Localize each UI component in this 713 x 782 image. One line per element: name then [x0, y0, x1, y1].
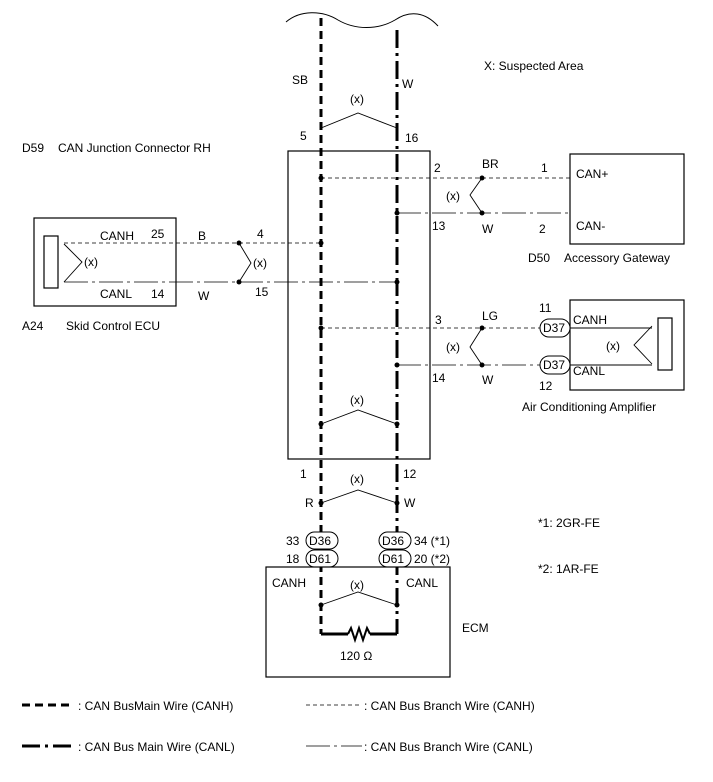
- note-2: *2: 1AR-FE: [538, 562, 599, 576]
- ecm-connector-d36-right: [378, 531, 412, 550]
- skid-pin-junction-h: 4: [257, 227, 264, 241]
- junction-node: [394, 210, 400, 216]
- junction-pin-top-right: 16: [405, 131, 419, 145]
- aircon-connector: [657, 317, 673, 371]
- twist-ecm: [320, 591, 398, 606]
- twist-aircon-inner: [633, 325, 653, 365]
- skid-wire-h-color: B: [198, 229, 206, 243]
- skid-pin-l: 14: [151, 287, 165, 301]
- skid-pin-junction-l: 15: [255, 285, 269, 299]
- gateway-l-label: CAN-: [576, 219, 605, 233]
- ecm-pin-a-left: 33: [286, 534, 300, 548]
- twist-junction: [320, 409, 398, 425]
- junction-pin-bottom-right: 12: [403, 467, 417, 481]
- aircon-wire-l-color: W: [482, 373, 494, 387]
- ecm-connector-d36-left: [305, 531, 339, 550]
- aircon-connector-pill-l: [539, 355, 571, 375]
- gateway-pin-l: 2: [539, 222, 546, 236]
- gateway-box: [569, 153, 685, 245]
- ecm-conn-a-left: D36: [309, 534, 331, 548]
- note-1: *1: 2GR-FE: [538, 516, 600, 530]
- aircon-pin-h: 11: [539, 301, 552, 315]
- gateway-pin-junction-l: 13: [432, 219, 446, 233]
- ecm-pin-a-right: 34 (*1): [414, 534, 450, 548]
- skid-l-label: CANL: [100, 287, 132, 301]
- ecm-h-label: CANH: [272, 576, 306, 590]
- skid-ecu-connector: [43, 235, 59, 289]
- gateway-wire-h-color: BR: [482, 157, 499, 171]
- gateway-code: D50: [528, 251, 550, 265]
- gateway-h-label: CAN+: [576, 167, 608, 181]
- twist-top-mark: (x): [350, 92, 364, 106]
- aircon-wire-h-color: LG: [482, 309, 498, 323]
- twist-gateway-mark: (x): [446, 189, 460, 203]
- twist-junction-mark: (x): [350, 393, 364, 407]
- gateway-wire-l-color: W: [482, 222, 494, 236]
- twist-gateway: [469, 177, 483, 214]
- skid-wire-l-color: W: [198, 289, 210, 303]
- resistor-value: 120 Ω: [340, 649, 372, 663]
- junction-connector-box: [287, 150, 431, 460]
- gateway-pin-junction-h: 2: [434, 161, 441, 175]
- skid-ecu-box: [33, 217, 177, 307]
- aircon-connector-pill-h: [539, 318, 571, 338]
- legend-branch-h: : CAN Bus Branch Wire (CANH): [364, 699, 535, 713]
- lower-right-color: W: [404, 496, 416, 510]
- twist-skid-mark: (x): [253, 256, 267, 270]
- ecm-conn-b-left: D61: [309, 552, 331, 566]
- skid-pin-h: 25: [151, 227, 165, 241]
- main-left-color: SB: [292, 73, 308, 87]
- aircon-connector-h: D37: [543, 321, 565, 335]
- junction-node: [394, 279, 400, 285]
- twist-ecm-mark: (x): [350, 578, 364, 592]
- skid-code: A24: [22, 319, 44, 333]
- junction-node: [318, 240, 324, 246]
- skid-h-label: CANH: [100, 229, 134, 243]
- ecm-pin-b-left: 18: [286, 552, 300, 566]
- twist-skid-inner-mark: (x): [84, 255, 98, 269]
- ecm-name: ECM: [462, 621, 489, 635]
- twist-lower: [320, 489, 398, 504]
- ecm-box: [265, 566, 451, 678]
- skid-name: Skid Control ECU: [66, 319, 160, 333]
- twist-aircon: [469, 327, 483, 366]
- twist-skid-inner: [63, 243, 83, 283]
- aircon-l-label: CANL: [573, 364, 605, 378]
- aircon-pin-l: 12: [539, 379, 553, 393]
- twist-aircon-mark: (x): [446, 340, 460, 354]
- junction-node: [318, 325, 324, 331]
- junction-pin-top-left: 5: [300, 129, 307, 143]
- aircon-box: [569, 299, 685, 391]
- junction-node: [318, 175, 324, 181]
- junction-node: [394, 362, 400, 368]
- legend-main-h: : CAN BusMain Wire (CANH): [78, 699, 233, 713]
- junction-code: D59: [22, 141, 44, 155]
- twist-top: [320, 112, 398, 129]
- gateway-pin-h: 1: [541, 161, 548, 175]
- aircon-pin-junction-h: 3: [435, 313, 442, 327]
- aircon-connector-l: D37: [543, 358, 565, 372]
- ecm-conn-b-right: D61: [382, 552, 404, 566]
- twist-aircon-inner-mark: (x): [606, 339, 620, 353]
- aircon-h-label: CANH: [573, 313, 607, 327]
- junction-name: CAN Junction Connector RH: [58, 141, 211, 155]
- break-line: [285, 12, 439, 28]
- main-right-color: W: [402, 77, 414, 91]
- aircon-name: Air Conditioning Amplifier: [522, 400, 656, 414]
- resistor-icon: [347, 624, 371, 644]
- gateway-name: Accessory Gateway: [564, 251, 670, 265]
- twist-lower-mark: (x): [350, 472, 364, 486]
- legend-suspected-area: X: Suspected Area: [484, 59, 584, 73]
- ecm-pin-b-right: 20 (*2): [414, 552, 450, 566]
- lower-left-color: R: [305, 496, 314, 510]
- legend-branch-l: : CAN Bus Branch Wire (CANL): [364, 740, 533, 754]
- junction-pin-bottom-left: 1: [300, 467, 307, 481]
- ecm-l-label: CANL: [406, 576, 438, 590]
- legend-main-l: : CAN Bus Main Wire (CANL): [78, 740, 235, 754]
- twist-skid: [238, 242, 252, 283]
- aircon-pin-junction-l: 14: [432, 371, 446, 385]
- ecm-conn-a-right: D36: [382, 534, 404, 548]
